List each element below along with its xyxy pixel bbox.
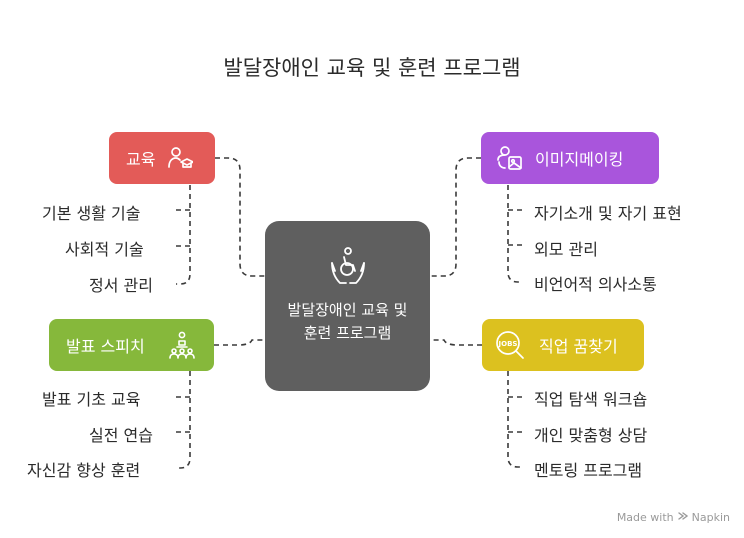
education-item: 정서 관리 — [89, 276, 153, 295]
job-item: 개인 맞춤형 상담 — [534, 426, 648, 445]
center-node: 발달장애인 교육 및 훈련 프로그램 — [265, 221, 430, 391]
job-item: 직업 탐색 워크숍 — [534, 390, 648, 409]
branch-presentation: 발표 스피치 — [49, 319, 214, 371]
branch-presentation-label: 발표 스피치 — [66, 337, 145, 356]
napkin-watermark: Made with Napkin — [617, 511, 730, 524]
branch-job-label: 직업 꿈찾기 — [539, 337, 618, 356]
connector-image-making — [430, 157, 481, 277]
person-in-hands-icon — [326, 243, 370, 291]
bracket-image-making — [507, 185, 522, 283]
presenter-audience-icon — [168, 331, 195, 359]
bracket-job — [507, 371, 522, 468]
svg-text:JOBS: JOBS — [498, 340, 518, 348]
student-graduate-icon — [167, 145, 194, 171]
image-making-item: 비언어적 의사소통 — [534, 275, 657, 294]
connector-presentation — [214, 339, 265, 346]
branch-job: JOBS 직업 꿈찾기 — [482, 319, 644, 371]
presentation-item: 발표 기초 교육 — [42, 390, 141, 409]
image-making-item: 자기소개 및 자기 표현 — [534, 204, 682, 223]
napkin-logo-icon — [677, 511, 688, 524]
education-item: 사회적 기술 — [65, 240, 144, 259]
branch-image-making: 이미지메이킹 — [481, 132, 659, 184]
connector-job — [430, 339, 482, 346]
page-title: 발달장애인 교육 및 훈련 프로그램 — [223, 56, 521, 80]
made-with-text: Made with — [616, 511, 674, 524]
branch-education: 교육 — [109, 132, 215, 184]
presentation-item: 실전 연습 — [89, 426, 153, 445]
connector-education — [215, 157, 265, 277]
image-making-item: 외모 관리 — [534, 240, 598, 259]
branch-education-label: 교육 — [126, 150, 156, 169]
branch-image-making-label: 이미지메이킹 — [535, 150, 624, 169]
profile-picture-icon — [495, 144, 523, 172]
jobs-search-icon: JOBS — [495, 330, 525, 360]
center-label: 발달장애인 교육 및 훈련 프로그램 — [287, 301, 408, 342]
napkin-brand: Napkin — [691, 511, 730, 524]
presentation-item: 자신감 향상 훈련 — [27, 461, 141, 480]
education-item: 기본 생활 기술 — [42, 204, 141, 223]
job-item: 멘토링 프로그램 — [534, 461, 643, 480]
bracket-presentation — [176, 371, 191, 469]
bracket-education — [176, 185, 191, 285]
